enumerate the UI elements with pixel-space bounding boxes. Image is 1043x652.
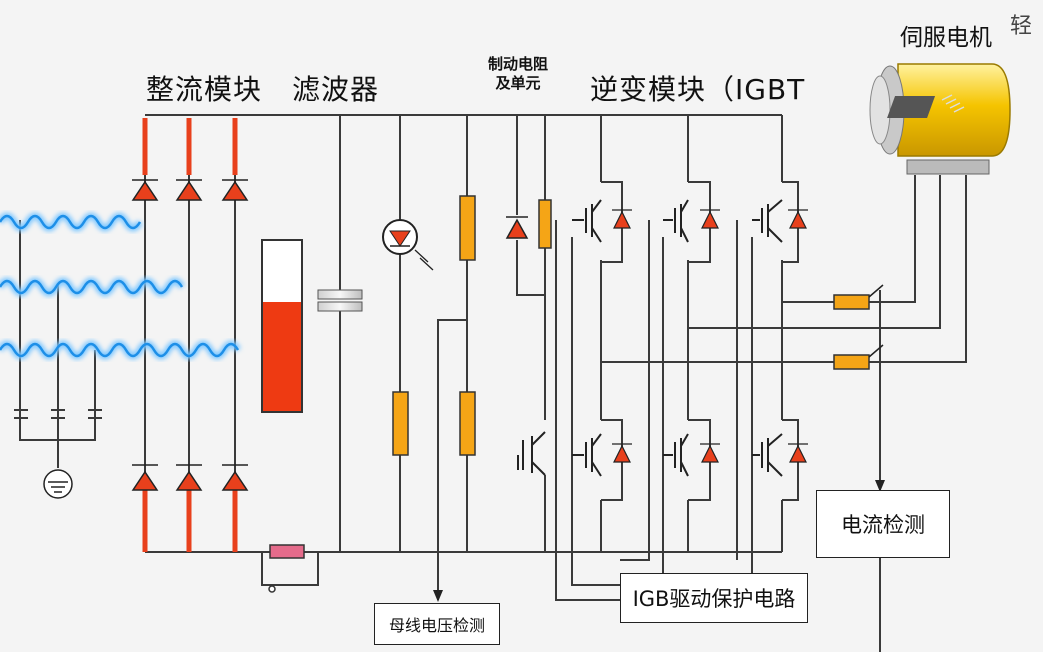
- current-detect-box: 电流检测: [816, 490, 950, 558]
- igbt-drive-label: IGB驱动保护电路: [632, 587, 796, 611]
- capacitor-charge-bar: [261, 239, 303, 413]
- brake-unit-label: 制动电阻 及单元: [488, 55, 548, 93]
- ac-input-waves: [0, 212, 242, 360]
- filter-label: 滤波器: [292, 73, 380, 106]
- led-indicator-icon: [382, 219, 434, 271]
- corner-overlay-text: 轻: [1009, 14, 1032, 39]
- resistors: [392, 195, 870, 456]
- rectifier-diodes: [131, 179, 249, 491]
- bus-voltage-box: 母线电压检测: [374, 603, 500, 645]
- servo-motor-icon: [869, 63, 1011, 175]
- inverter-label: 逆变模块（IGBT: [590, 73, 806, 106]
- ground-icon: [43, 469, 73, 499]
- corner-overlay-button[interactable]: 轻: [1004, 10, 1038, 44]
- brake-unit-label-line1: 制动电阻: [488, 55, 549, 73]
- bus-voltage-label: 母线电压检测: [388, 616, 485, 635]
- servo-motor-label: 伺服电机: [900, 25, 992, 51]
- bus-voltage-sense-line: [437, 319, 467, 600]
- rectifier-highlight-wires: [142, 118, 238, 552]
- brake-diode: [505, 216, 529, 239]
- current-detect-label: 电流检测: [841, 513, 925, 537]
- igbt-drive-box: IGB驱动保护电路: [620, 573, 808, 623]
- shunt-resistor: [269, 544, 305, 559]
- brake-unit-label-line2: 及单元: [495, 74, 541, 92]
- rectifier-label: 整流模块: [146, 73, 263, 106]
- freewheel-diodes: [612, 209, 808, 463]
- igbt-switches: [517, 199, 783, 477]
- filter-capacitor: [317, 289, 363, 312]
